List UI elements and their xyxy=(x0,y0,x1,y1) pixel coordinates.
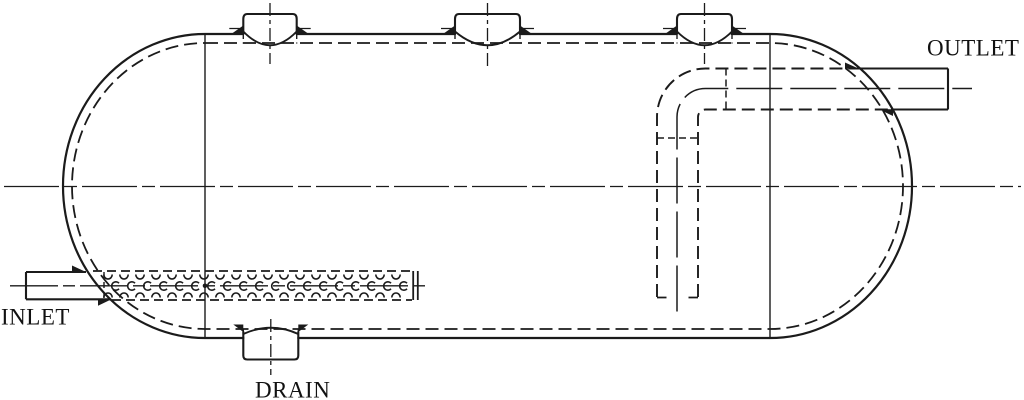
nozzle3-weld-symbols xyxy=(666,25,743,34)
drain-weld-symbols xyxy=(233,324,309,332)
top-nozzle-1 xyxy=(229,12,311,47)
centerlines xyxy=(4,3,1021,375)
elbow-pipe-centerline xyxy=(676,87,972,312)
inlet-nozzle xyxy=(24,265,111,306)
inlet-label: INLET xyxy=(1,305,70,330)
top-nozzle-3 xyxy=(663,12,746,47)
sparger-perforations xyxy=(103,274,408,298)
drain-nozzle xyxy=(233,324,309,361)
drain-label: DRAIN xyxy=(255,378,330,400)
outlet-label: OUTLET xyxy=(927,36,1019,61)
top-nozzles xyxy=(229,12,746,47)
inlet-weld-top xyxy=(72,265,86,272)
shell-outline xyxy=(61,32,914,340)
elbow-outer-edge-hidden xyxy=(656,67,859,297)
outlet-nozzle xyxy=(845,62,950,116)
sparger-pipe xyxy=(93,270,419,301)
nozzle2-weld-symbols xyxy=(444,25,531,34)
top-nozzle-2 xyxy=(441,12,534,47)
outlet-weld-top xyxy=(845,62,859,69)
sparger-end-cap xyxy=(412,271,419,300)
nozzle1-weld-symbols xyxy=(232,25,308,34)
outlet-elbow-pipe xyxy=(656,67,972,312)
inlet-weld-bottom xyxy=(98,299,111,306)
outlet-weld-bottom xyxy=(879,109,893,116)
elbow-inner-edge-hidden xyxy=(697,108,891,297)
sparger-seam-dot xyxy=(202,283,208,289)
